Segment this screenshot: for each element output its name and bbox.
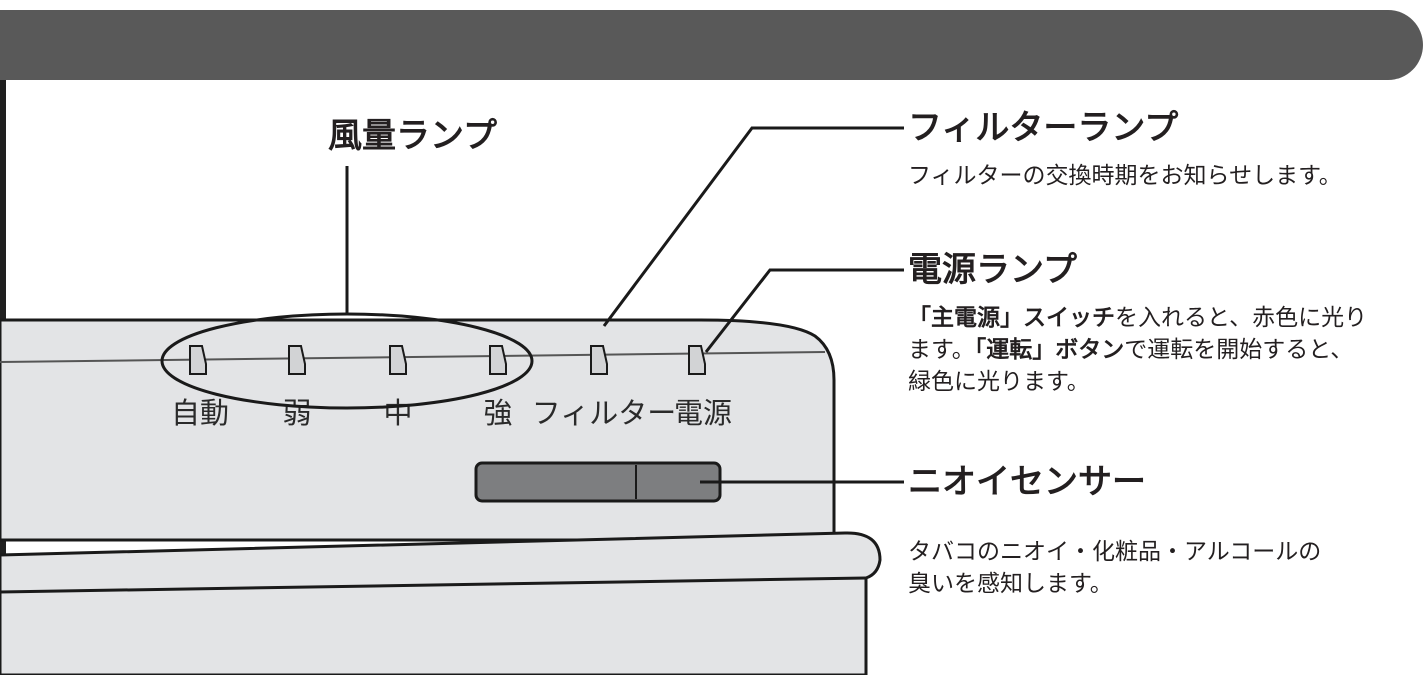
power-lamp-leader (704, 268, 904, 353)
odor-sensor-desc-line2: 臭いを感知します。 (908, 571, 1113, 597)
lamp-label-strong: 強 (483, 396, 512, 430)
header-band (0, 10, 1423, 80)
filter-lamp-title: フィルターランプ (908, 108, 1179, 148)
run-button-term: 「運転」ボタン (974, 337, 1125, 363)
power-lamp-desc: 「主電源」スイッチを入れると、赤色に光り ます。「運転」ボタンで運転を開始すると… (908, 302, 1367, 398)
power-lamp-title: 電源ランプ (908, 250, 1077, 290)
odor-sensor-desc-line1: タバコのニオイ・化粧品・アルコールの (908, 539, 1322, 565)
power-lamp-desc-line1: 「主電源」スイッチを入れると、赤色に光り (908, 305, 1368, 331)
lamp-label-weak: 弱 (282, 396, 311, 430)
front-cover-edge (0, 576, 867, 594)
odor-sensor-title: ニオイセンサー (908, 462, 1146, 502)
odor-sensor-window (474, 461, 722, 503)
lamp-auto (189, 345, 207, 375)
lamp-strong (489, 345, 507, 375)
lamp-label-medium: 中 (383, 396, 412, 430)
fan-lamp-title: 風量ランプ (328, 116, 497, 156)
filter-lamp-leader (602, 126, 904, 327)
lamp-label-filter: フィルター (532, 396, 676, 430)
lamp-medium (389, 345, 407, 375)
lamp-power (688, 345, 706, 375)
odor-sensor-desc: タバコのニオイ・化粧品・アルコールの 臭いを感知します。 (908, 536, 1321, 600)
front-cover (0, 531, 882, 675)
power-lamp-desc-line3: 緑色に光ります。 (908, 369, 1090, 395)
filter-lamp-desc: フィルターの交換時期をお知らせします。 (908, 163, 1342, 189)
lamp-label-power: 電源 (674, 396, 732, 430)
lamp-label-auto: 自動 (171, 396, 229, 430)
main-power-switch-term: 「主電源」スイッチ (908, 305, 1115, 331)
lamp-weak (288, 345, 306, 375)
lamp-filter (590, 345, 608, 375)
lamp-rail (0, 351, 826, 363)
power-lamp-desc-line2: ます。「運転」ボタンで運転を開始すると、 (908, 337, 1354, 363)
